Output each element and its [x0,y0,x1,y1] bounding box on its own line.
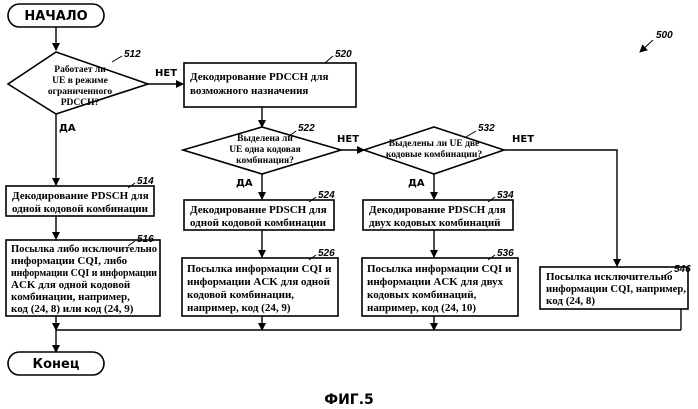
label-532-yes: ДА [408,178,425,189]
end-terminal: Конец [8,352,104,375]
ref-536: 536 [497,248,514,259]
svg-text:двух кодовых комбинаций: двух кодовых комбинаций [369,217,501,229]
process-534: Декодирование PDSCH для двух кодовых ком… [363,190,514,230]
process-526: Посылка информации CQI и информации ACK … [182,248,338,316]
svg-text:Декодирование PDCCH для: Декодирование PDCCH для [190,71,329,83]
svg-text:кодовых комбинаций,: кодовых комбинаций, [367,289,477,301]
process-524: Декодирование PDSCH для одной кодовой ко… [184,190,335,230]
svg-text:Посылка информации CQI и: Посылка информации CQI и [367,263,512,275]
decision-522: Выделена ли UE одна кодовая комбинация? … [183,123,359,189]
ref-526: 526 [318,248,335,259]
svg-text:Декодирование PDSCH для: Декодирование PDSCH для [12,190,149,202]
svg-text:информации CQI, например,: информации CQI, например, [546,283,686,295]
diagram-number: 500 [640,30,673,52]
svg-text:Выделены ли UE две: Выделены ли UE две [389,139,480,149]
svg-text:Посылка информации CQI и: Посылка информации CQI и [187,263,332,275]
process-514: Декодирование PDSCH для одной кодовой ко… [6,176,154,216]
ref-534: 534 [497,190,514,201]
decision-532: Выделены ли UE две кодовые комбинации? 5… [364,123,534,189]
svg-text:кодовые комбинации?: кодовые комбинации? [386,149,483,160]
label-512-yes: ДА [59,123,76,134]
svg-text:информации ACK для двух: информации ACK для двух [367,276,504,288]
process-546: Посылка исключительно информации CQI, на… [540,264,691,309]
label-512-no: НЕТ [155,68,177,79]
start-label: НАЧАЛО [24,9,87,24]
svg-text:500: 500 [656,30,673,41]
svg-text:Работает ли: Работает ли [54,64,106,75]
svg-text:Посылка либо исключительно: Посылка либо исключительно [11,243,157,255]
svg-text:например, код (24, 10): например, код (24, 10) [367,302,476,314]
label-532-no: НЕТ [512,134,534,145]
svg-text:информации CQI и информации: информации CQI и информации [11,267,158,279]
ref-546: 546 [674,264,691,275]
ref-516: 516 [137,234,154,245]
process-516: Посылка либо исключительно информации CQ… [6,234,160,316]
svg-text:Выделена ли: Выделена ли [237,134,293,144]
start-terminal: НАЧАЛО [8,4,104,27]
ref-532: 532 [478,123,495,134]
ref-512: 512 [124,49,141,60]
process-536: Посылка информации CQI и информации ACK … [362,248,518,316]
svg-text:код (24, 8): код (24, 8) [546,295,595,307]
svg-text:ограниченного: ограниченного [48,87,112,97]
end-label: Конец [33,357,80,372]
svg-text:Посылка исключительно: Посылка исключительно [546,271,673,283]
process-520: Декодирование PDCCH для возможного назна… [184,49,356,107]
svg-text:одной кодовой комбинации: одной кодовой комбинации [12,203,149,215]
svg-text:PDCCH?: PDCCH? [61,98,100,108]
svg-text:комбинации, например,: комбинации, например, [11,291,130,303]
label-522-yes: ДА [236,178,253,189]
svg-text:комбинация?: комбинация? [236,155,294,166]
ref-524: 524 [318,190,335,201]
svg-text:возможного назначения: возможного назначения [190,85,308,97]
svg-text:информации ACK для одной: информации ACK для одной [187,276,331,288]
svg-text:кодовой комбинации,: кодовой комбинации, [187,289,294,301]
svg-text:информации CQI, либо: информации CQI, либо [11,255,128,267]
svg-text:Декодирование PDSCH для: Декодирование PDSCH для [369,204,506,216]
ref-520: 520 [335,49,352,60]
svg-text:одной кодовой комбинации: одной кодовой комбинации [190,217,327,229]
ref-514: 514 [137,176,154,187]
label-522-no: НЕТ [337,134,359,145]
svg-text:UE в режиме: UE в режиме [52,76,108,86]
decision-512: Работает ли UE в режиме ограниченного PD… [8,49,177,134]
arrow-532-no-to-546 [504,150,617,266]
svg-text:UE одна кодовая: UE одна кодовая [229,145,301,155]
svg-text:например, код (24, 9): например, код (24, 9) [187,302,291,314]
svg-text:код (24, 8) или код (24, 9): код (24, 8) или код (24, 9) [11,303,134,315]
svg-text:Декодирование PDSCH для: Декодирование PDSCH для [190,204,327,216]
figure-caption: ФИГ.5 [324,392,374,408]
ref-522: 522 [298,123,315,134]
svg-text:ACK для одной кодовой: ACK для одной кодовой [11,279,131,291]
